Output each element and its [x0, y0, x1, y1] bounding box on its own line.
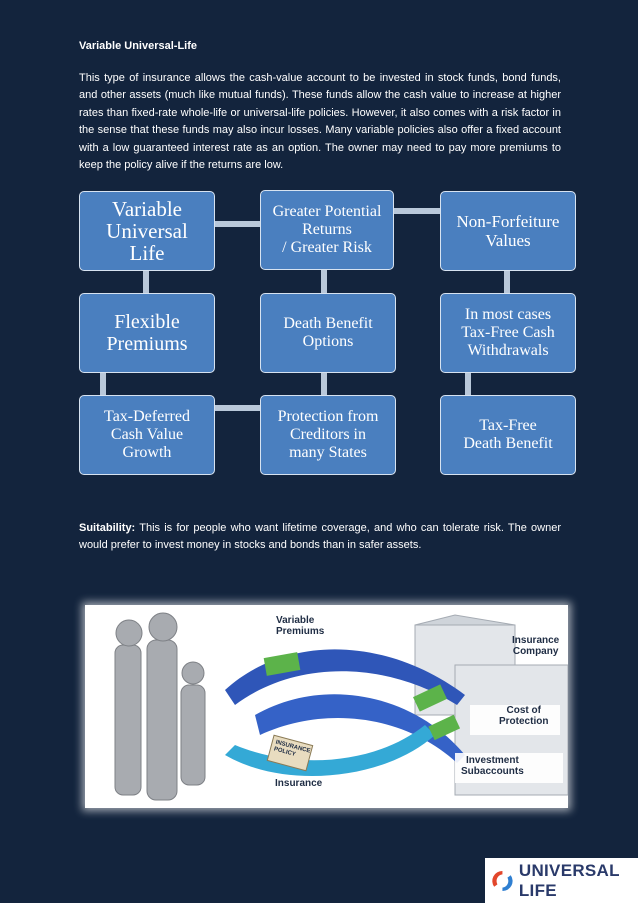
logo-text: UNIVERSAL LIFE: [518, 860, 620, 900]
suitability-paragraph: Suitability: This is for people who want…: [79, 520, 561, 555]
suitability-text: This is for people who want lifetime cov…: [79, 522, 561, 552]
label-cost-of-protection: Cost of Protection: [499, 705, 549, 727]
section-paragraph: This type of insurance allows the cash-v…: [79, 72, 561, 172]
variable-life-illustration: Variable Premiums Insurance Company Cost…: [85, 605, 568, 808]
box-flexible-premiums: Flexible Premiums: [79, 293, 215, 373]
connector: [465, 372, 471, 396]
illustration-graphic: [114, 612, 568, 801]
money-icon: [428, 714, 461, 741]
policy-card-icon: [266, 734, 314, 772]
connector: [321, 270, 327, 294]
subaccounts-arrow: [255, 694, 465, 763]
section-heading: Variable Universal-Life: [79, 40, 197, 52]
connector: [214, 405, 262, 411]
universal-life-logo: UNIVERSAL LIFE: [485, 858, 638, 903]
money-icon: [413, 684, 447, 712]
label-variable-premiums: Variable Premiums: [276, 615, 325, 637]
connector: [100, 372, 106, 396]
label-investment-subaccounts: Investment Subaccounts: [461, 755, 524, 777]
label-insurance: Insurance: [275, 778, 323, 789]
label-insurance-company: Insurance Company: [512, 635, 560, 657]
connector: [143, 270, 149, 294]
box-greater-potential-returns: Greater Potential Returns / Greater Risk: [260, 190, 394, 270]
logo-swirl-icon: [492, 870, 513, 891]
connector: [321, 372, 327, 396]
box-tax-free-cash-withdrawals: In most cases Tax-Free Cash Withdrawals: [440, 293, 576, 373]
suitability-label: Suitability:: [79, 522, 136, 534]
box-variable-universal-life: Variable Universal Life: [79, 191, 215, 271]
connector: [393, 208, 441, 214]
money-icon: [263, 652, 301, 676]
box-death-benefit-options: Death Benefit Options: [260, 293, 396, 373]
box-tax-free-death-benefit: Tax-Free Death Benefit: [440, 395, 576, 475]
people-figures-icon: [114, 612, 206, 801]
box-tax-deferred-growth: Tax-Deferred Cash Value Growth: [79, 395, 215, 475]
insurance-arrow: [225, 725, 435, 777]
box-non-forfeiture-values: Non-Forfeiture Values: [440, 191, 576, 271]
box-protection-from-creditors: Protection from Creditors in many States: [260, 395, 396, 475]
connector: [214, 221, 262, 227]
connector: [504, 270, 510, 294]
